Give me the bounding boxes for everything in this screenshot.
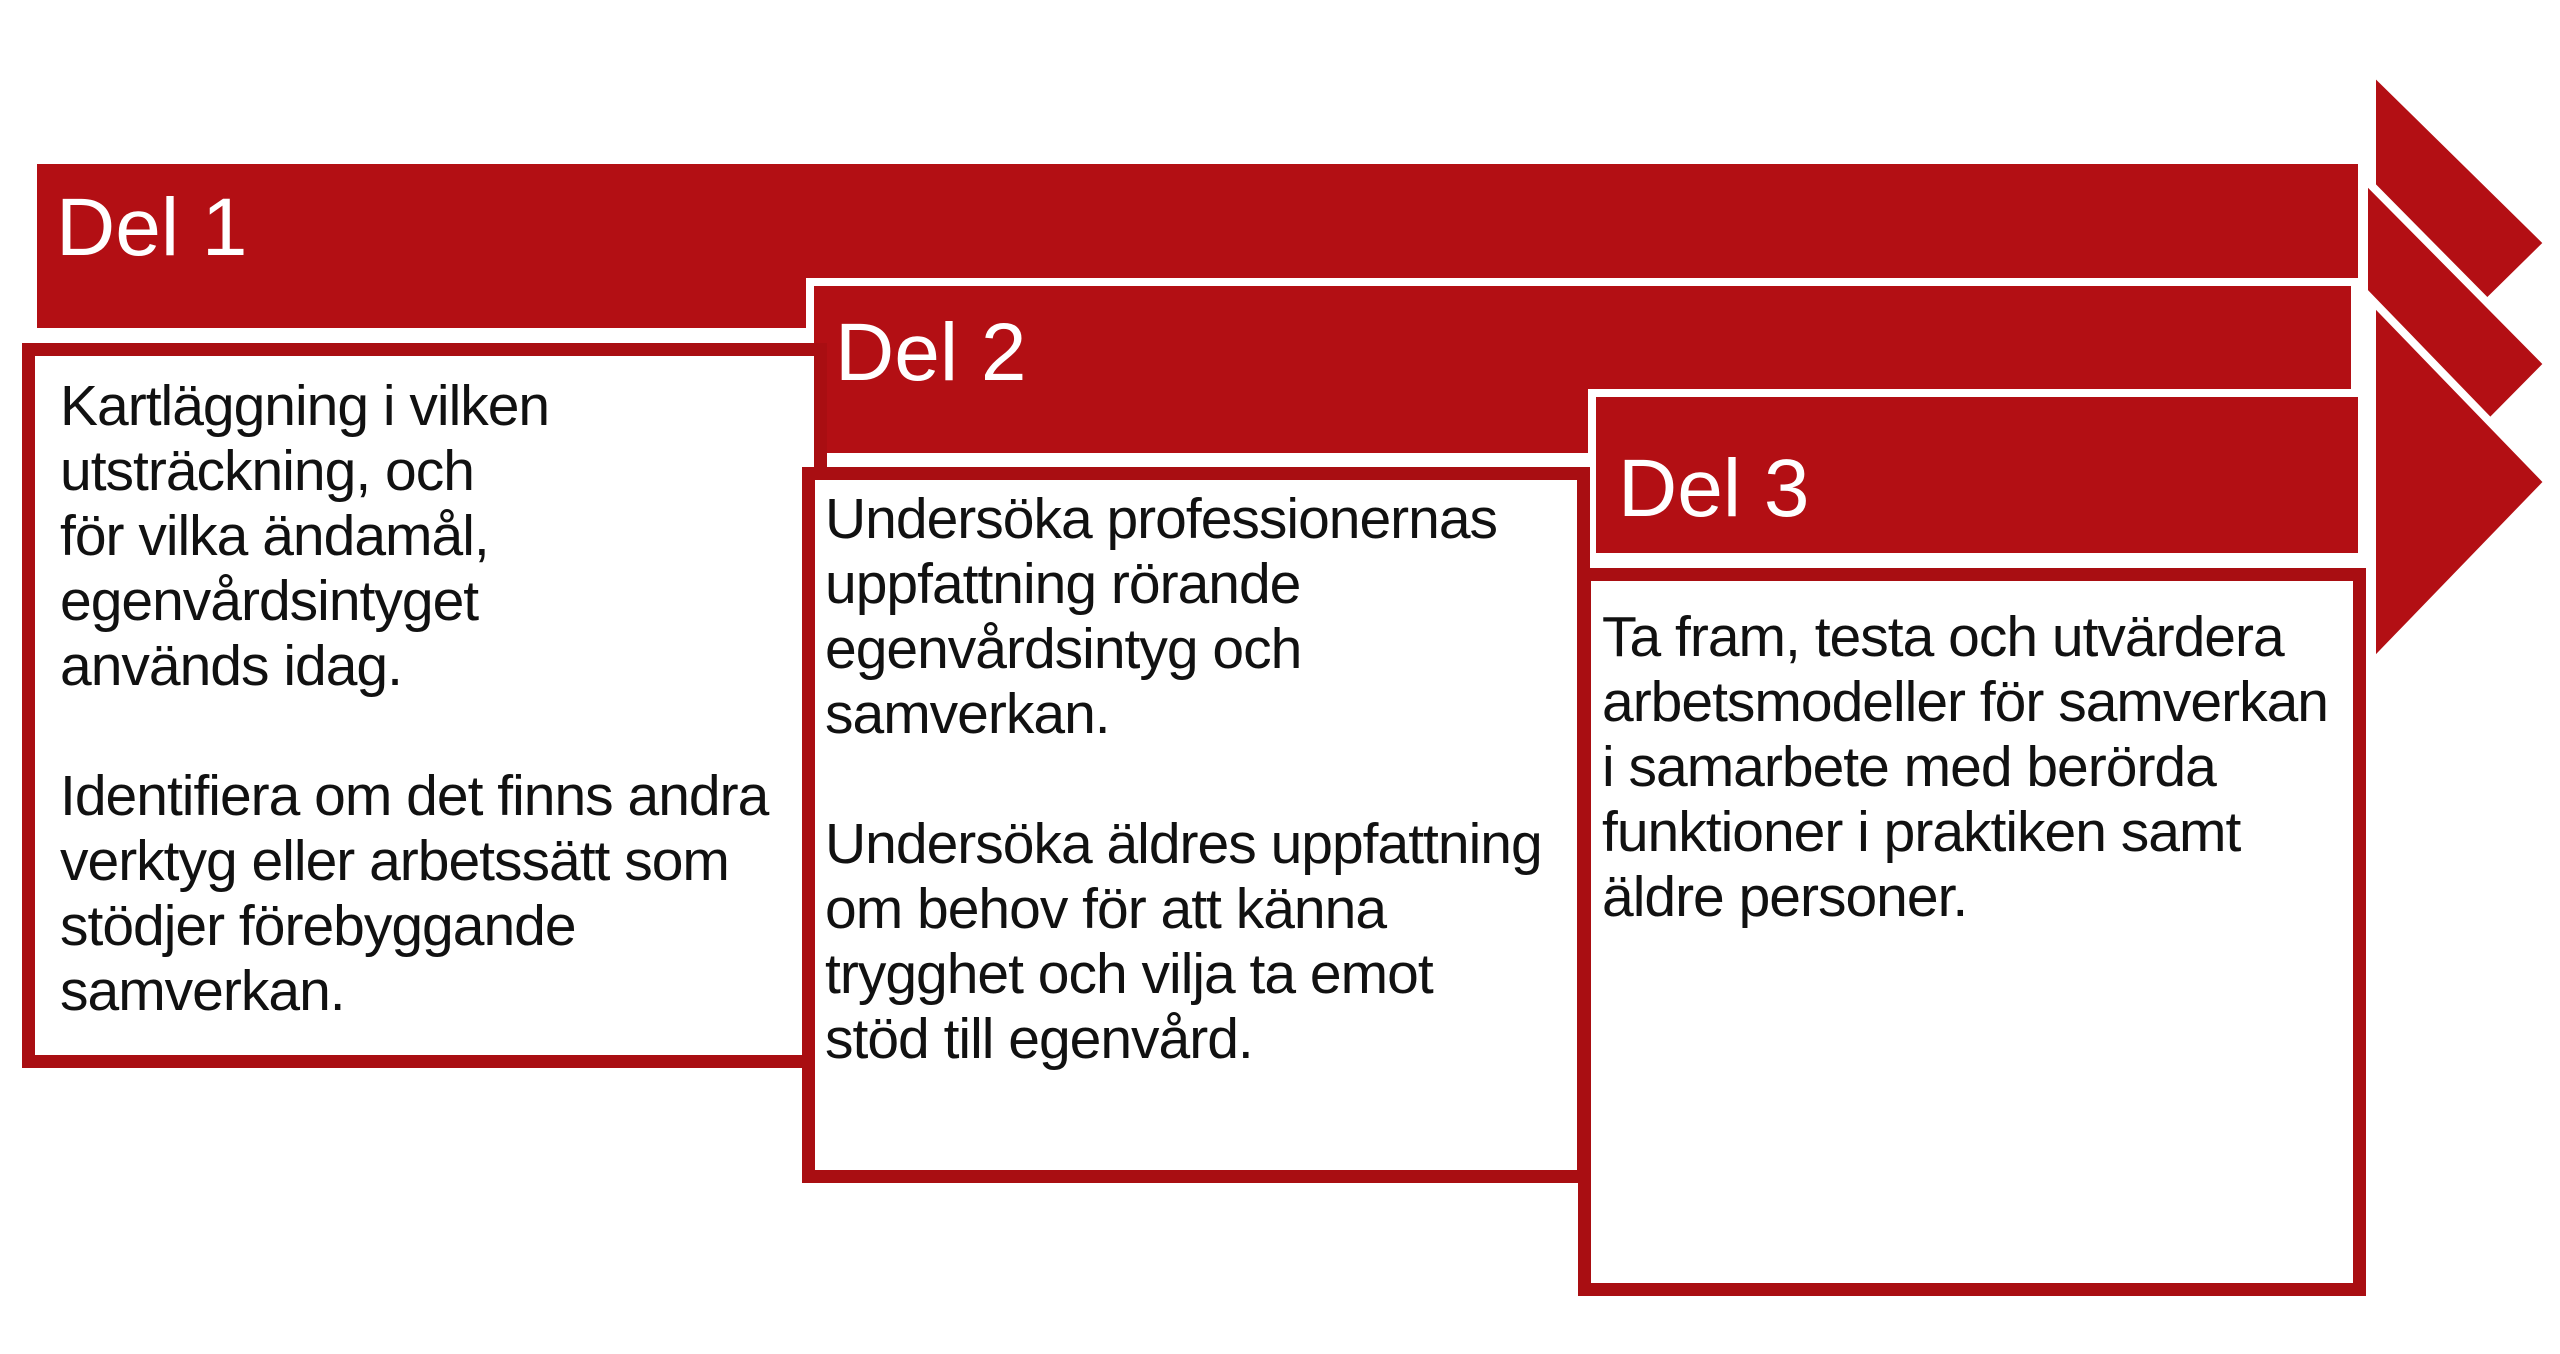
text-line: används idag.	[60, 634, 403, 698]
text-line: uppfattning rörande	[825, 552, 1301, 616]
text-line: om behov för att känna	[825, 877, 1387, 941]
text-line: Undersöka professionernas	[825, 487, 1498, 551]
text-line: äldre personer.	[1602, 865, 1968, 929]
text-line: Kartläggning i vilken	[60, 374, 550, 438]
text-line	[60, 699, 814, 764]
text-line: i samarbete med berörda	[1602, 735, 2217, 799]
arrow-3-bar	[1588, 389, 2366, 561]
text-line: Undersöka äldres uppfattning	[825, 812, 1543, 876]
text-line: verktyg eller arbetssätt som	[60, 829, 730, 893]
text-line: Ta fram, testa och utvärdera	[1602, 605, 2285, 669]
text-line: Identifiera om det finns andra	[60, 764, 769, 828]
text-line: för vilka ändamål,	[60, 504, 490, 568]
text-line: funktioner i praktiken samt	[1602, 800, 2241, 864]
text-line: arbetsmodeller för samverkan	[1602, 670, 2329, 734]
banner-label-del-2: Del 2	[835, 307, 1027, 398]
banner-label-del-3: Del 3	[1618, 443, 1810, 534]
banner-label-del-1: Del 1	[56, 182, 248, 273]
text-line: samverkan.	[60, 959, 346, 1023]
text-line: egenvårdsintyget	[60, 569, 479, 633]
text-line: trygghet och vilja ta emot	[825, 942, 1434, 1006]
text-line: egenvårdsintyg och	[825, 617, 1302, 681]
text-line: samverkan.	[825, 682, 1111, 746]
text-line: stödjer förebyggande	[60, 894, 577, 958]
text-line: stöd till egenvård.	[825, 1007, 1254, 1071]
text-line: utsträckning, och	[60, 439, 475, 503]
arrow-3-head-icon	[2368, 290, 2554, 674]
text-line	[825, 747, 1577, 812]
